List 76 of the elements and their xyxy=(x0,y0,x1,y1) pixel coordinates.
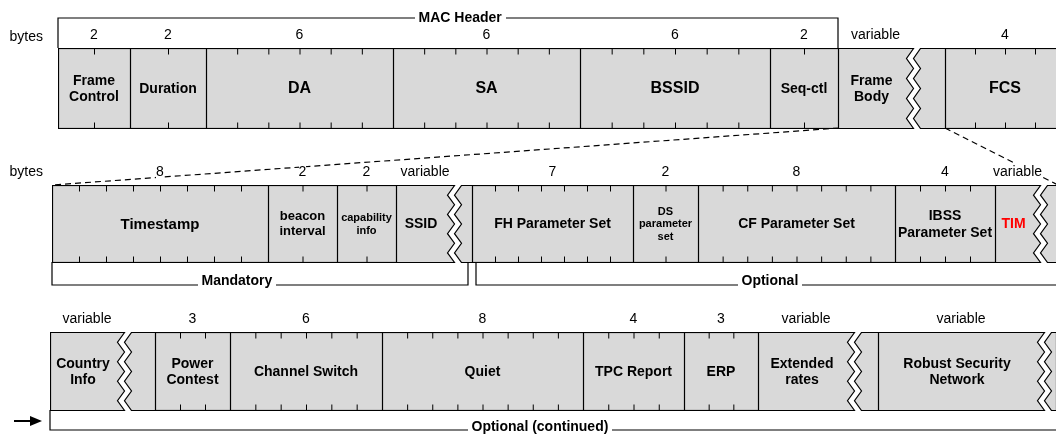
bracket-label: MAC Header xyxy=(414,9,506,25)
field-name: TPC Report xyxy=(595,362,672,380)
field-box xyxy=(230,332,382,410)
field-name: BSSID xyxy=(650,78,700,98)
byte-count: 2 xyxy=(800,26,808,42)
byte-count: 6 xyxy=(302,310,310,326)
field-box xyxy=(895,185,995,262)
byte-count: 8 xyxy=(792,163,801,179)
byte-count: 3 xyxy=(717,310,725,326)
byte-count: 2 xyxy=(90,26,98,42)
field-name: DS parameter set xyxy=(637,204,694,243)
byte-count: 6 xyxy=(482,26,491,42)
field-name: SA xyxy=(475,78,498,98)
byte-count: variable xyxy=(62,310,112,326)
field-name: Robust Security Network xyxy=(902,354,1012,388)
field-name: SSID xyxy=(404,215,438,232)
byte-count: variable xyxy=(781,310,831,326)
field-name: Country Info xyxy=(55,354,111,388)
field-name: FCS xyxy=(989,78,1021,98)
byte-count: 4 xyxy=(1001,26,1009,42)
field-box xyxy=(684,332,758,410)
byte-count: variable xyxy=(400,163,450,179)
bracket-label: Mandatory xyxy=(197,272,277,288)
field-box xyxy=(393,48,580,128)
byte-count: 4 xyxy=(941,163,949,179)
field-name: Frame Control xyxy=(68,71,120,105)
field-box xyxy=(58,48,130,128)
byte-count: 6 xyxy=(295,26,304,42)
field-box xyxy=(633,185,698,262)
field-name: beacon interval xyxy=(278,208,327,239)
unit-label: bytes xyxy=(9,163,43,179)
byte-count: 2 xyxy=(298,163,307,179)
field-box xyxy=(995,185,1056,262)
byte-count: 7 xyxy=(548,163,557,179)
field-box xyxy=(758,332,878,410)
bracket-label: Optional xyxy=(737,272,803,288)
field-name: capability info xyxy=(340,210,393,237)
byte-count: 4 xyxy=(629,310,638,326)
field-box xyxy=(50,332,155,410)
field-name: Frame Body xyxy=(849,71,894,105)
field-name: Extended rates xyxy=(769,354,835,388)
byte-count: 2 xyxy=(661,163,670,179)
field-box xyxy=(337,185,396,262)
field-box xyxy=(130,48,206,128)
field-name: ERP xyxy=(706,362,736,380)
field-name: Quiet xyxy=(464,362,501,380)
field-name: FH Parameter Set xyxy=(494,215,611,232)
field-box xyxy=(382,332,583,410)
bracket-label: Optional (continued) xyxy=(467,418,613,434)
field-name: CF Parameter Set xyxy=(738,215,855,232)
field-box xyxy=(945,48,1056,128)
field-name: Power Contest xyxy=(165,354,220,388)
byte-count: variable xyxy=(936,310,986,326)
field-box xyxy=(838,48,945,128)
byte-count: 3 xyxy=(188,310,197,326)
byte-count: variable xyxy=(851,26,901,42)
field-name: Seq-ctl xyxy=(780,79,828,97)
field-name: TIM xyxy=(1001,215,1026,232)
byte-count: 8 xyxy=(478,310,487,326)
field-name: DA xyxy=(287,78,312,98)
field-box xyxy=(770,48,838,128)
field-name: Duration xyxy=(139,79,197,97)
byte-count: variable xyxy=(993,163,1043,179)
byte-count: 8 xyxy=(156,163,164,179)
unit-label: bytes xyxy=(9,28,43,44)
byte-count: 2 xyxy=(362,163,371,179)
field-name: IBSS Parameter Set xyxy=(896,207,994,240)
field-box xyxy=(583,332,684,410)
field-box xyxy=(268,185,337,262)
field-name: Channel Switch xyxy=(253,362,359,380)
field-box xyxy=(396,185,472,262)
field-name: Timestamp xyxy=(120,214,200,233)
field-box xyxy=(155,332,230,410)
field-box xyxy=(878,332,1056,410)
byte-count: 6 xyxy=(671,26,679,42)
byte-count: 2 xyxy=(164,26,172,42)
